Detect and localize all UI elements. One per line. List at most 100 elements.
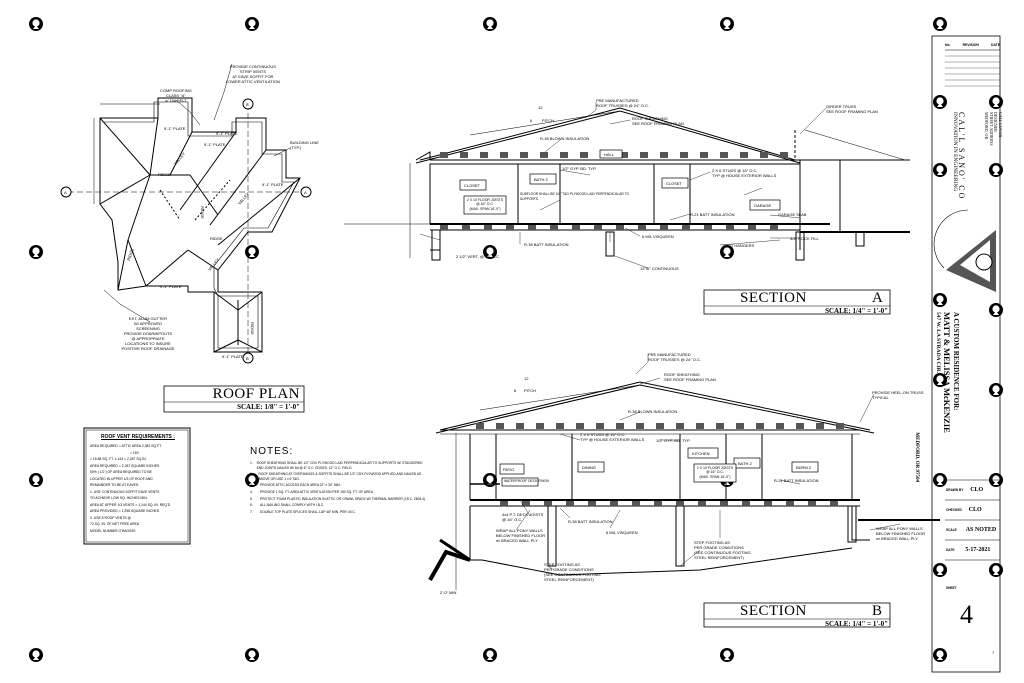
plate-label: 9'-1" PLATE bbox=[204, 142, 226, 147]
section-b-step-1: STEP FOOTING AS PER GRADE CONDITIONS (SE… bbox=[544, 562, 601, 582]
section-b-vapor: 6 MIL VISQUEEN bbox=[606, 530, 638, 535]
checked-row: CHECKED CLO bbox=[946, 507, 1000, 513]
section-b-heel: PROVIDE HEEL-ON TRUSS TYPICAL bbox=[872, 390, 924, 400]
callout-line: (SEE CONTINUOUS FOOTING bbox=[544, 572, 601, 577]
drawn-value: CLO bbox=[970, 487, 984, 493]
callout-strip-vents: PROVIDE CONTINUOUS STRIP VENTS AT EAVE S… bbox=[226, 64, 280, 84]
plate-label: 9'-1" PLATE bbox=[164, 126, 186, 131]
section-b-dim: 2'-0" MIN bbox=[440, 590, 457, 595]
client-name: MATT & MELISSA McKENZIE bbox=[942, 312, 952, 433]
vent-line: REMAINDER TO BE AT EAVES. bbox=[90, 483, 140, 487]
room-label: BATH 2 bbox=[534, 177, 548, 182]
section-a-title: SECTION bbox=[740, 290, 807, 306]
callout-line: SEE ROOF FRAMING PLAN bbox=[664, 377, 716, 382]
note-item: 1.ROOF SHEATHING SHALL BE 1/2" CDX PLYWO… bbox=[250, 461, 430, 470]
section-b-sheathing: ROOF SHEATHING SEE ROOF FRAMING PLAN bbox=[664, 372, 716, 382]
section-marker-b: B bbox=[246, 102, 249, 107]
callout-line: (MAX. SPAN 16'-0") bbox=[699, 474, 731, 479]
callout-line: (TYP.) bbox=[290, 145, 302, 150]
room-label: CLOSET bbox=[666, 181, 683, 186]
section-a-title-frame bbox=[703, 289, 891, 315]
note-text: PROVIDE 1 SQ. FT. AREA ATTIC VENTILATION… bbox=[260, 489, 374, 494]
section-b-deck: WATERPROOF DECK FINISH bbox=[504, 479, 550, 483]
vent-line: AREA PROVIDED = 1,296 SQUARE INCHES bbox=[90, 509, 160, 513]
room-label: BATH 2 bbox=[738, 461, 752, 466]
callout-line: SEE ROOF FRAMING PLAN bbox=[826, 109, 878, 114]
revision-col: No. bbox=[945, 43, 951, 47]
pitch-rise: 12 bbox=[538, 105, 543, 110]
section-b-floor-joists: 2 X 10 FLOOR JOISTS @ 16" O.C. (MAX. SPA… bbox=[696, 466, 734, 479]
pitch-rise: 6 bbox=[530, 118, 533, 123]
section-markers-roof bbox=[60, 98, 312, 364]
section-b-leaders bbox=[515, 354, 901, 571]
section-b-step-2: STEP FOOTING AS PER GRADE CONDITIONS (SE… bbox=[694, 540, 751, 560]
page-of: 7 bbox=[992, 650, 995, 655]
section-a-insulation bbox=[440, 152, 788, 230]
company-name: CAL'L SANO' CO bbox=[957, 112, 966, 201]
title-block-frame bbox=[931, 35, 1001, 673]
callout-line: ROOF SHEATHING bbox=[664, 372, 700, 377]
callout-line: LOCATIONS TO INSURE bbox=[125, 341, 171, 346]
sheet-number: 4 bbox=[960, 600, 973, 629]
vent-line: AREA REQUIRED = 2,287 SQUARE INCHES bbox=[90, 463, 160, 468]
callout-line: STEEL REINFORCEMENT) bbox=[694, 555, 744, 560]
section-a-footing: 12"/6" CONTINUOUS bbox=[640, 266, 679, 271]
section-a-leaders bbox=[419, 102, 827, 269]
section-b-studs: 2 X 6 STUDS @ 16" O.C. TYP @ HOUSE EXTER… bbox=[580, 432, 644, 442]
sheet-label: SHEET bbox=[946, 586, 957, 590]
revision-col: DATE bbox=[991, 43, 1000, 47]
callout-line: BELOW FINISHED FLOOR bbox=[876, 531, 926, 536]
pitch-label: PITCH bbox=[524, 388, 536, 393]
project-city: MEDFORD, OR 97504 bbox=[914, 432, 919, 482]
company-logo bbox=[933, 209, 996, 292]
vent-line: 72 SQ. IN. OF NET FREE AREA bbox=[90, 522, 140, 526]
ridge-label: RIDGE bbox=[249, 322, 255, 335]
vent-line: = 15.88 SQ. FT. x 144 = 2,287 SQ.IN. bbox=[90, 457, 147, 461]
note-text: ROOF SHEATHING AT OVERHANGS & SOFFITS SH… bbox=[258, 472, 422, 481]
company-arc-text: CAL'L SANO' CO INNOVATION IN ENGINEERING bbox=[952, 112, 966, 232]
section-a-girder: GIRDER TRUSS SEE ROOF FRAMING PLAN bbox=[826, 104, 878, 114]
section-a-floor-joists: 2 X 10 FLOOR JOISTS @ 16" O.C. (MAX. SPA… bbox=[466, 198, 504, 211]
ridge-label: RIDGE bbox=[210, 236, 223, 241]
section-b-title-frame bbox=[703, 602, 891, 628]
callout-line: WRAP ALL PONY WALLS bbox=[876, 526, 923, 531]
callout-line: W/ APPROVED bbox=[133, 321, 162, 326]
section-b-batt2: R-38 BATT INSULATION bbox=[568, 519, 613, 524]
section-a-sheathing: ROOF SHEATHING SEE ROOF FRAMING PLAN bbox=[632, 116, 684, 126]
section-a-drawing bbox=[344, 107, 910, 261]
room-label: BDRM 2 bbox=[796, 465, 812, 470]
notes-title: NOTES: bbox=[250, 446, 294, 457]
plate-label: 9'-1" PLATE bbox=[222, 354, 244, 359]
roof-plan-drawing bbox=[68, 63, 306, 360]
note-item: 2.ROOF SHEATHING AT OVERHANGS & SOFFITS … bbox=[250, 472, 430, 481]
callout-line: @ 16" O.C. bbox=[476, 202, 494, 207]
callout-line: PROVIDE DOWNSPOUTS bbox=[123, 331, 173, 336]
callout-line: LOWER ATTIC VENTILATION bbox=[226, 79, 280, 84]
callout-line: 4x4 P.T. DECK JOISTS bbox=[502, 512, 544, 517]
pitch-label: PITCH bbox=[542, 118, 554, 123]
vent-line: 1. USE CONTINUOUS SOFFIT EAVE VENTS bbox=[90, 489, 160, 494]
callout-line: STEEL REINFORCEMENT) bbox=[544, 577, 594, 582]
note-text: PROTECT FOAM PLASTIC INSULATION IN ATTIC… bbox=[260, 496, 427, 501]
vent-line: 2. USE 8 ROOF VENTS @ bbox=[90, 515, 131, 520]
room-label: CLOSET bbox=[464, 183, 481, 188]
section-marker-b: B bbox=[246, 356, 249, 361]
callout-line: EXT. ALUM GUTTER bbox=[128, 316, 167, 321]
callout-comp-roofing: COMP ROOFING CLASS "A" o/ 15# FELT bbox=[160, 88, 192, 103]
drawn-label: DRAWN BY bbox=[946, 488, 964, 492]
callout-line: STEP FOOTING AS bbox=[694, 540, 730, 545]
callout-line: TYPICAL bbox=[872, 395, 889, 400]
designer-line: STREET ADDRESS bbox=[989, 112, 994, 146]
project-address: 547 W. LA STRADA CIR. bbox=[935, 312, 941, 374]
section-b-pony-right: WRAP ALL PONY WALLS BELOW FINISHED FLOOR… bbox=[876, 526, 925, 541]
room-label: HALL bbox=[604, 152, 615, 157]
plate-label: 9'-1" PLATE bbox=[160, 284, 182, 289]
vent-line: = 150 bbox=[130, 450, 139, 455]
callout-line: (SEE CONTINUOUS FOOTING bbox=[694, 550, 751, 555]
callout-line: TYP @ HOUSE EXTERIOR WALLS bbox=[712, 173, 777, 178]
room-label: GARAGE bbox=[754, 203, 772, 208]
vent-line: AREA REQUIRED = ATTIC AREA 2,382 SQ.FT. bbox=[90, 444, 162, 448]
section-a-joist-hangers: JOIST HANGERS bbox=[722, 243, 755, 248]
vent-line: 50% ( 1/2 ) OF AREA REQUIRED TO BE bbox=[90, 470, 152, 474]
